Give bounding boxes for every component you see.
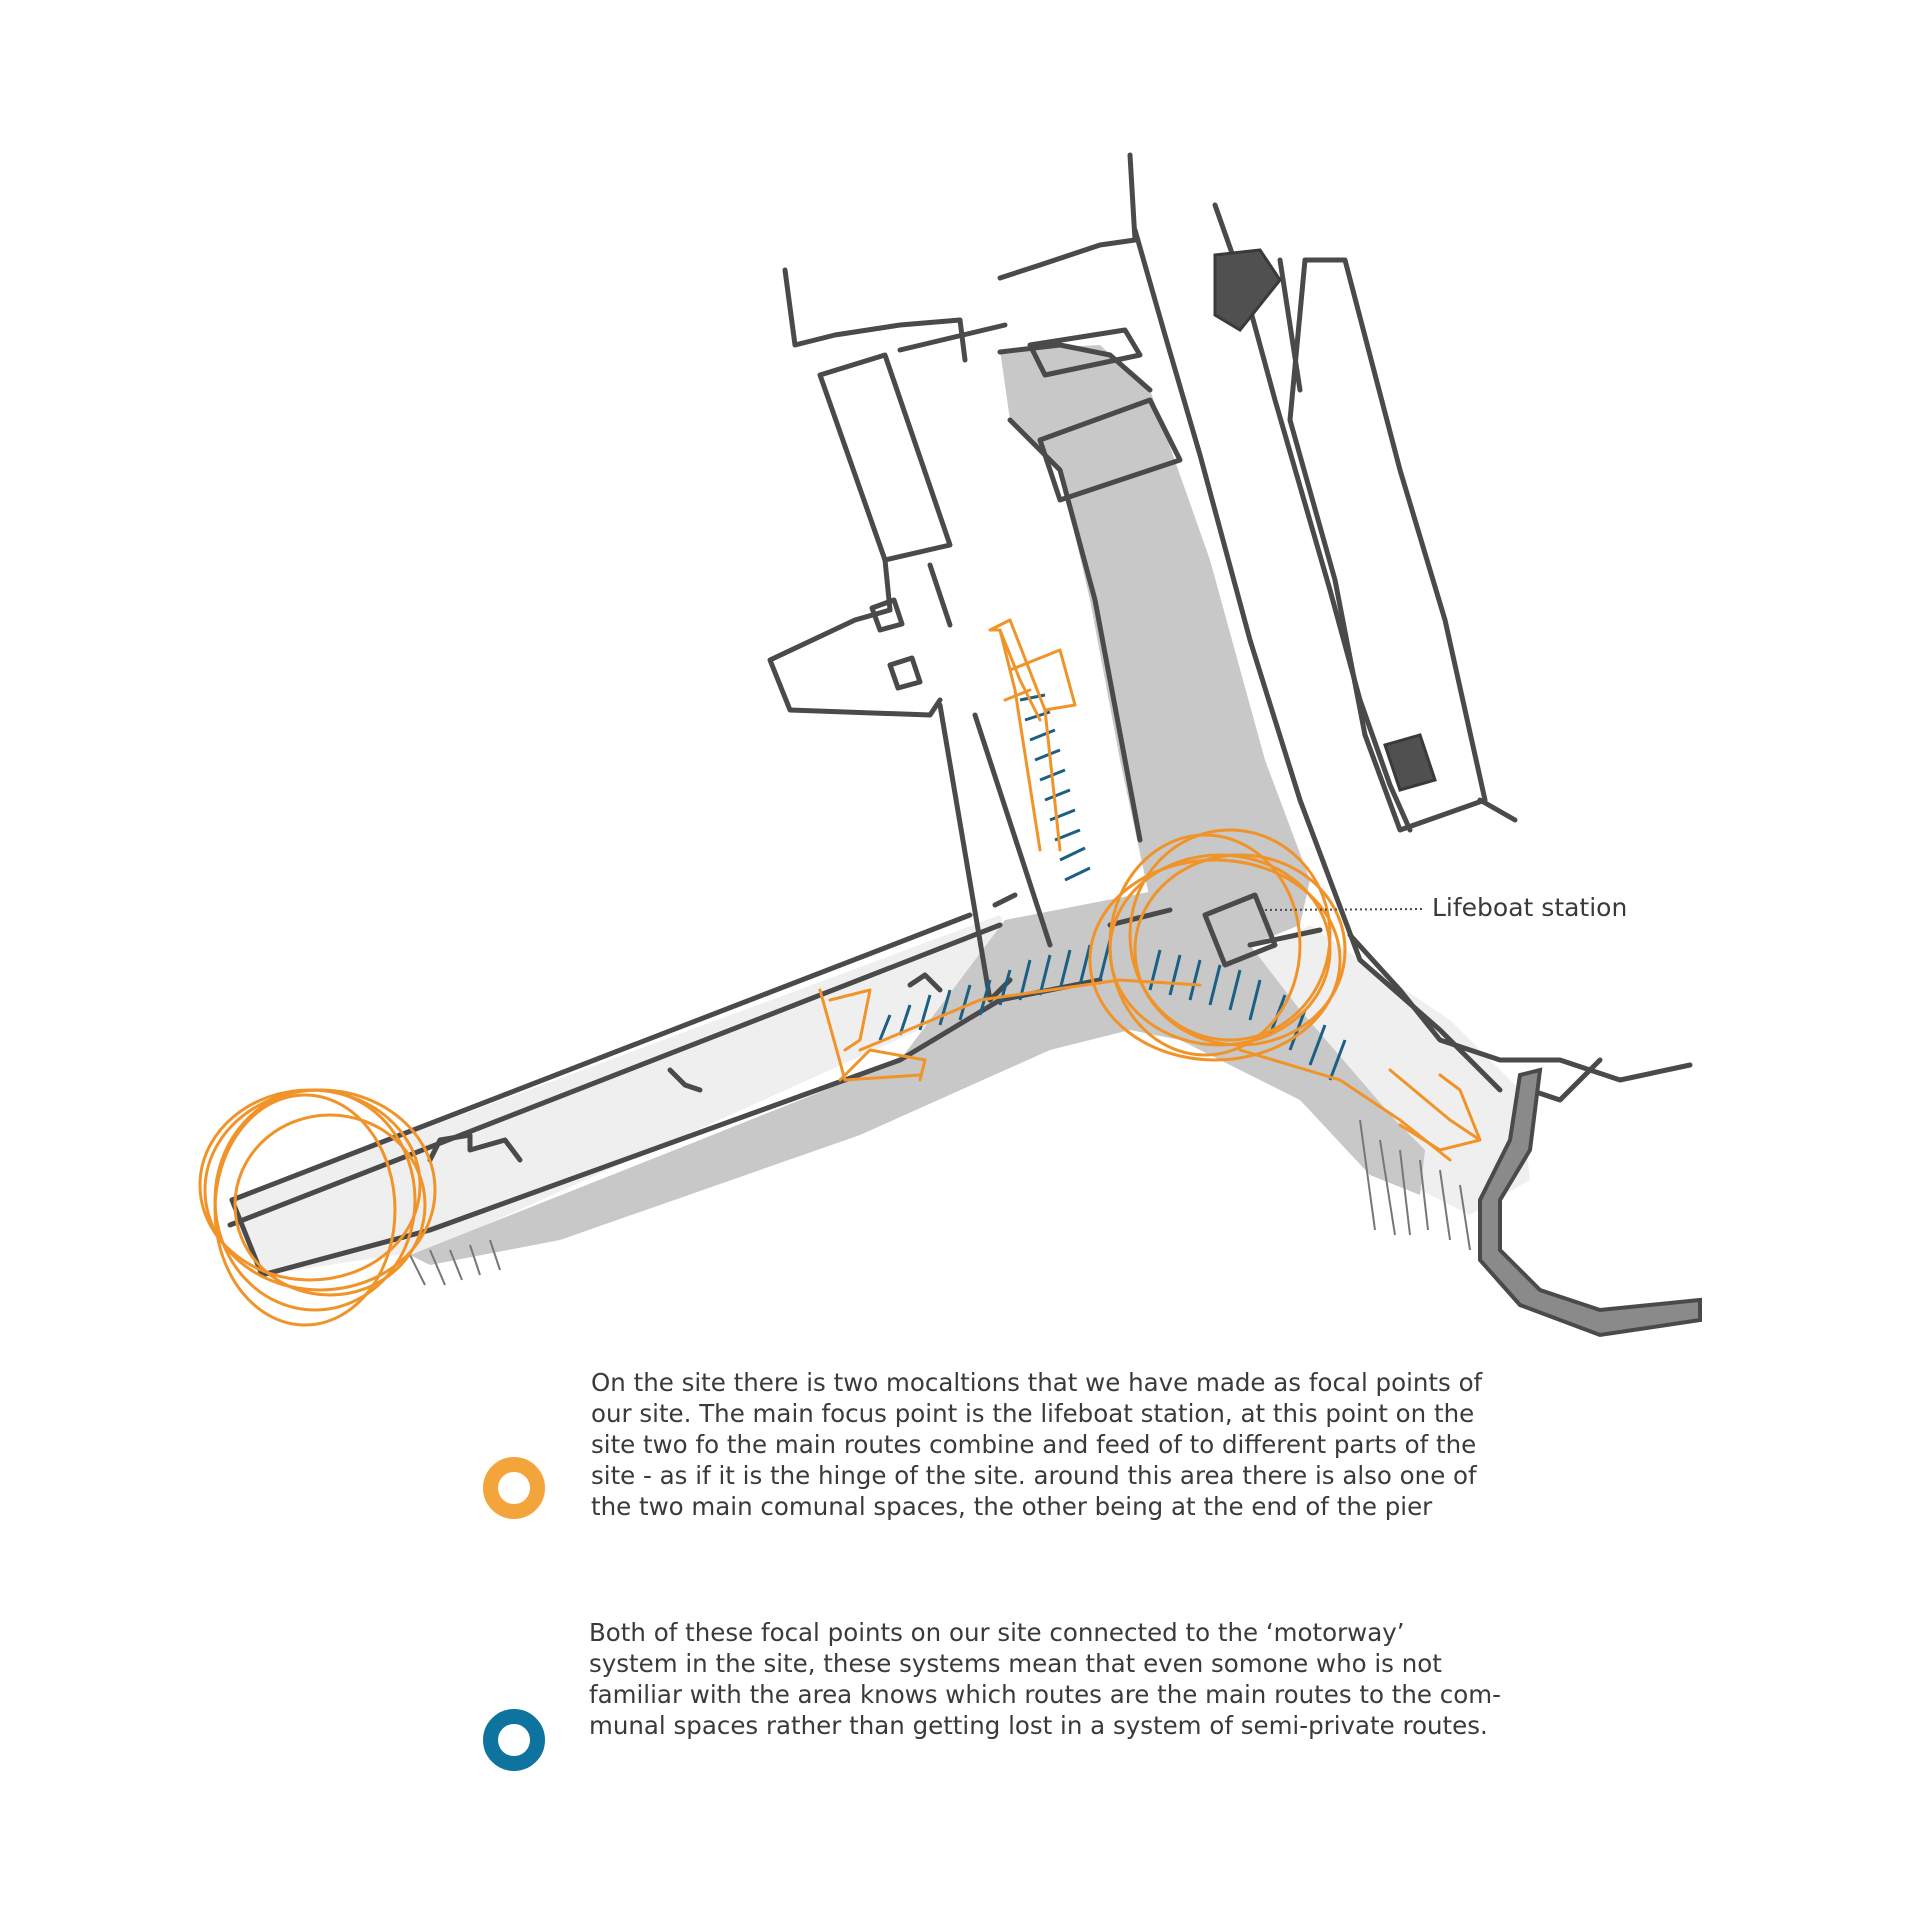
focal-route-arrows <box>818 618 1482 1162</box>
lifeboat-station-label: Lifeboat station <box>1432 893 1628 922</box>
road-fill <box>410 345 1425 1265</box>
legend-line: Both of these focal points on our site c… <box>589 1618 1405 1647</box>
motorway-description: Both of these focal points on our site c… <box>589 1617 1501 1741</box>
legend-line: site two fo the main routes combine and … <box>591 1430 1477 1459</box>
legend-line: the two main comunal spaces, the other b… <box>591 1492 1433 1521</box>
legend-line: familiar with the area knows which route… <box>589 1680 1501 1709</box>
light-ground-areas <box>232 915 1530 1275</box>
dark-building-pieces <box>1213 248 1437 792</box>
legend-line: system in the site, these systems mean t… <box>589 1649 1442 1678</box>
blue-motorway-marker-icon <box>483 1709 545 1771</box>
legend-line: On the site there is two mocaltions that… <box>591 1368 1483 1397</box>
shoreline-hatching <box>409 1119 1471 1286</box>
focal-points-description: On the site there is two mocaltions that… <box>591 1367 1491 1522</box>
focal-circles <box>198 828 1347 1327</box>
legend-line: munal spaces rather than getting lost in… <box>589 1711 1488 1740</box>
legend-line: our site. The main focus point is the li… <box>591 1399 1475 1428</box>
legend-line: site - as if it is the hinge of the site… <box>591 1461 1477 1490</box>
orange-focal-marker-icon <box>483 1457 545 1519</box>
quay-wall <box>1478 1067 1702 1338</box>
